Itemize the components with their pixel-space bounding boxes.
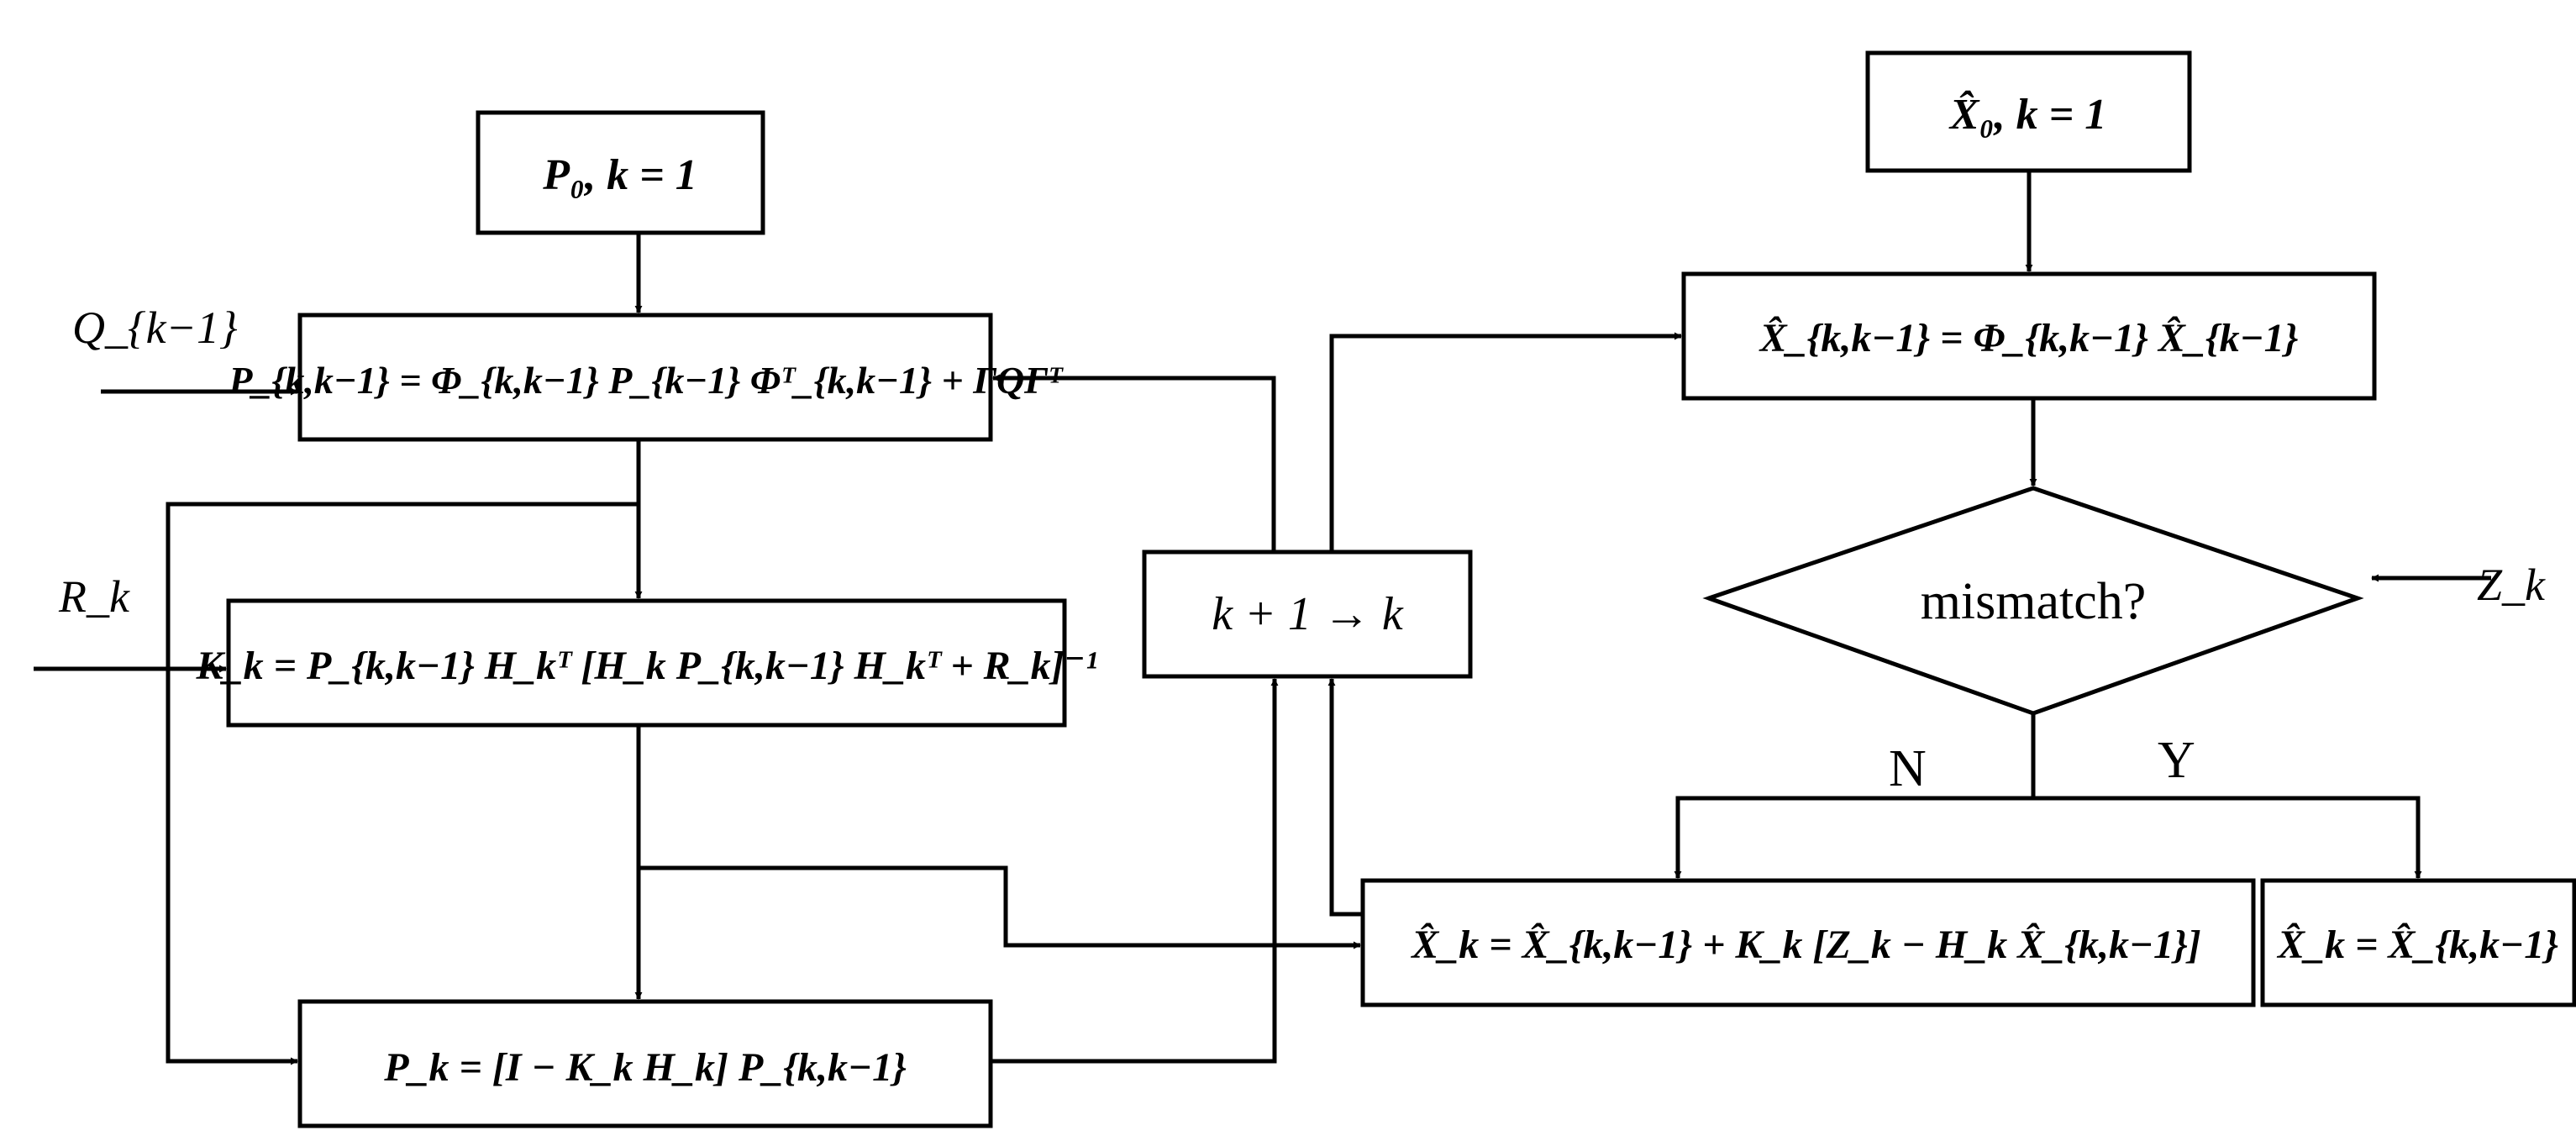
arrow-step-to-p-predict	[992, 374, 1276, 552]
label-decision: mismatch?	[1921, 573, 2147, 630]
label-p-update: P_k = [I − K_k H_k] P_{k,k−1}	[383, 1045, 907, 1090]
arrow-p-update-to-step	[991, 678, 1279, 1064]
box-init-p	[476, 110, 765, 235]
label-branch-no: N	[1889, 740, 1927, 797]
label-init-p: P₀, k = 1	[542, 151, 697, 199]
arrow-gain-to-x-update	[639, 865, 1361, 949]
arrow-predict-to-p-update	[166, 502, 639, 1065]
box-step	[1142, 549, 1473, 679]
box-gain	[226, 598, 1067, 728]
box-p-predict	[297, 313, 993, 442]
box-p-update	[297, 999, 993, 1128]
label-x-predict: X̂_{k,k−1} = Φ_{k,k−1} X̂_{k−1}	[1759, 315, 2299, 360]
label-step: k + 1 → k	[1212, 588, 1404, 640]
arrow-step-to-x-predict	[1329, 332, 1682, 552]
arrow-decision-yes	[2033, 796, 2422, 879]
label-r-input: R_k	[58, 571, 130, 622]
arrow-x-update-to-step	[1327, 678, 1363, 917]
box-x-update	[1360, 878, 2256, 1007]
label-init-x: X̂₀, k = 1	[1948, 89, 2106, 139]
label-p-predict: P_{k,k−1} = Φ_{k,k−1} P_{k−1} Φᵀ_{k,k−1}…	[228, 359, 1064, 402]
label-x-hold: X̂_k = X̂_{k,k−1}	[2276, 922, 2558, 967]
box-x-predict	[1681, 271, 2377, 401]
label-z-input: Z_k	[2477, 560, 2546, 610]
label-x-update: X̂_k = X̂_{k,k−1} + K_k [Z_k − H_k X̂_{k…	[1410, 922, 2201, 967]
label-q-input: Q_{k−1}	[72, 302, 238, 353]
box-x-hold	[2260, 878, 2576, 1007]
label-branch-yes: Y	[2158, 732, 2195, 789]
label-gain: K_k = P_{k,k−1} H_kᵀ [H_k P_{k,k−1} H_kᵀ…	[196, 644, 1098, 688]
arrow-decision-no	[1674, 796, 2033, 879]
